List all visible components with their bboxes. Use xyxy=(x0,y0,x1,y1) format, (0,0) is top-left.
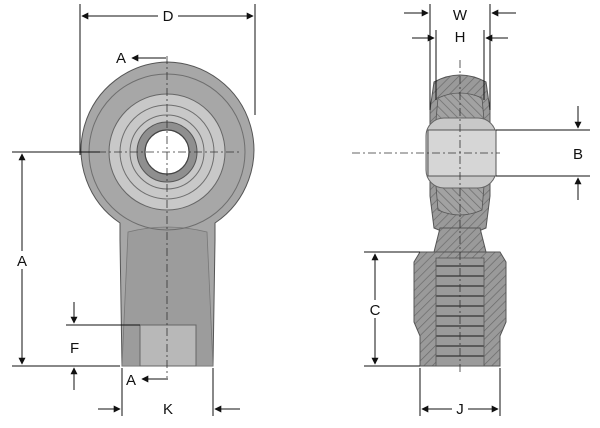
f-label: F xyxy=(70,340,79,357)
thread-window xyxy=(139,324,197,367)
h-label: H xyxy=(455,29,466,46)
section-a-bottom-label: A xyxy=(126,372,136,389)
k-label: K xyxy=(163,401,173,418)
b-label: B xyxy=(573,146,583,163)
a-height-label: A xyxy=(17,253,27,270)
c-label: C xyxy=(370,302,381,319)
section-view: W H B C J xyxy=(352,4,590,418)
front-view: D A A A F K xyxy=(12,4,256,418)
section-a-top-label: A xyxy=(116,50,126,67)
w-label: W xyxy=(453,7,468,24)
d-label: D xyxy=(163,8,174,25)
j-label: J xyxy=(456,401,464,418)
